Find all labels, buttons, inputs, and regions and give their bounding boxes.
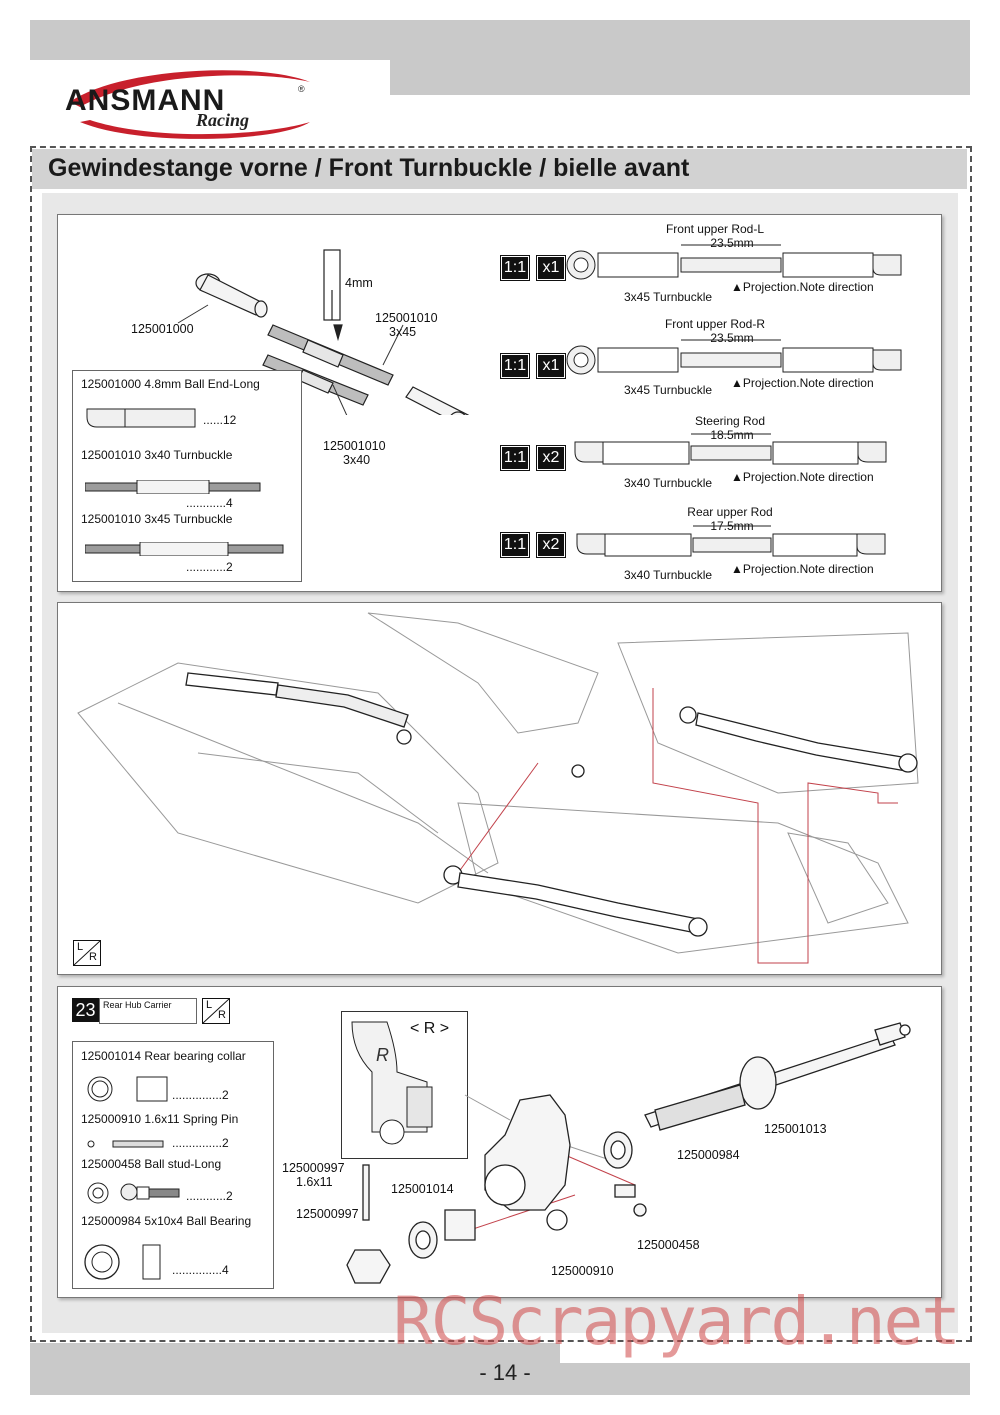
rod-diagram — [576, 525, 886, 557]
count-badge: x1 — [536, 353, 566, 379]
ball-stud-icon — [87, 1182, 180, 1204]
parts-list-item-label: 125001010 3x40 Turnbuckle — [81, 448, 233, 462]
lr-icon-top: L — [77, 941, 84, 953]
watermark: RCScrapyard.net — [393, 1283, 961, 1360]
parts-list-item-label: 125001014 Rear bearing collar — [81, 1049, 246, 1063]
lr-icon-top: L — [206, 999, 213, 1011]
footer-band-cutout — [560, 1343, 970, 1363]
bearing-collar-icon — [87, 1076, 168, 1102]
label-3x45: 3x45 — [389, 325, 417, 339]
turnbuckle-exploded-drawing — [177, 249, 469, 415]
inset-letter: R — [376, 1045, 389, 1065]
callout-1-6x11: 1.6x11 — [296, 1175, 333, 1189]
scale-badge: 1:1 — [500, 255, 530, 281]
parts-list-item-label: 125000984 5x10x4 Ball Bearing — [81, 1214, 252, 1228]
label-125001010-b: 125001010 — [323, 439, 386, 453]
page-title: Gewindestange vorne / Front Turnbuckle /… — [48, 154, 690, 182]
rod-diagram — [566, 244, 902, 280]
label-tool-size: 4mm — [345, 276, 373, 290]
rod-turnbuckle-label: 3x45 Turnbuckle — [624, 290, 713, 304]
turnbuckle-3x45-icon — [85, 542, 284, 556]
step-title: Rear Hub Carrier — [99, 998, 197, 1024]
page-number: - 14 - — [479, 1360, 531, 1385]
rod-title: Rear upper Rod — [687, 505, 773, 519]
ball-bearing-icon — [84, 1244, 161, 1280]
rod-title: Steering Rod — [694, 414, 766, 428]
inset-label: < R > — [410, 1020, 450, 1037]
chassis-drawing — [77, 612, 919, 964]
callout-125000984: 125000984 — [677, 1148, 740, 1162]
scale-badge: 1:1 — [500, 445, 530, 471]
rod-note: ▲Projection.Note direction — [731, 376, 874, 390]
parts-list-item-qty: ............4 — [186, 496, 233, 510]
rod-note: ▲Projection.Note direction — [731, 280, 874, 294]
callout-125001013: 125001013 — [764, 1122, 827, 1136]
logo-swoosh — [70, 70, 310, 139]
callout-125000458: 125000458 — [637, 1238, 700, 1252]
lr-icon: L R — [73, 940, 101, 966]
scale-badge: 1:1 — [500, 353, 530, 379]
count-badge: x1 — [536, 255, 566, 281]
spring-pin-icon — [87, 1140, 164, 1148]
parts-list-item-qty: ...............4 — [172, 1263, 229, 1277]
label-125001000: 125001000 — [131, 322, 194, 336]
rod-diagram — [566, 339, 902, 375]
count-badge: x2 — [536, 445, 566, 471]
callout-125001014: 125001014 — [391, 1182, 454, 1196]
logo-text: ANSMANN — [65, 84, 226, 117]
count-badge: x2 — [536, 532, 566, 558]
ball-end-icon — [86, 408, 196, 428]
chassis-install-panel — [57, 602, 942, 975]
parts-list-item-label: 125001000 4.8mm Ball End-Long — [81, 377, 260, 391]
rod-turnbuckle-label: 3x45 Turnbuckle — [624, 383, 713, 397]
rod-dimension: 23.5mm — [710, 331, 754, 345]
rod-title: Front upper Rod-L — [665, 222, 765, 236]
lr-icon: L R — [202, 998, 230, 1024]
callout-125000997-b: 125000997 — [296, 1207, 359, 1221]
turnbuckle-3x40-icon — [85, 480, 261, 494]
rod-note: ▲Projection.Note direction — [731, 470, 874, 484]
title-bar — [32, 149, 967, 189]
logo-racing: Racing — [196, 110, 250, 130]
parts-list-item-label: 125000458 Ball stud-Long — [81, 1157, 222, 1171]
parts-list-item-qty: ......12 — [203, 413, 237, 427]
parts-list-item-label: 125001010 3x45 Turnbuckle — [81, 512, 233, 526]
rod-dimension: 23.5mm — [710, 236, 754, 250]
label-125001010-a: 125001010 — [375, 311, 438, 325]
parts-list-item-qty: ............2 — [186, 1189, 233, 1203]
rod-dimension: 18.5mm — [710, 428, 754, 442]
parts-list-item-qty: ...............2 — [172, 1136, 229, 1150]
rod-note: ▲Projection.Note direction — [731, 562, 874, 576]
step-number: 23 — [72, 998, 99, 1022]
label-3x40: 3x40 — [343, 453, 371, 467]
hub-carrier-inset-drawing — [351, 1021, 433, 1145]
logo-registered-mark: ® — [298, 84, 305, 94]
rod-turnbuckle-label: 3x40 Turnbuckle — [624, 568, 713, 582]
rod-diagram — [574, 433, 887, 465]
callout-125000910: 125000910 — [551, 1264, 614, 1278]
parts-list-item-qty: ...............2 — [172, 1088, 229, 1102]
lr-icon-bottom: R — [89, 951, 97, 963]
callout-125000997-a: 125000997 — [282, 1161, 345, 1175]
rod-title: Front upper Rod-R — [664, 317, 766, 331]
lr-icon-bottom: R — [218, 1009, 226, 1021]
instruction-sheet — [30, 146, 972, 1342]
parts-list-item-qty: ............2 — [186, 560, 233, 574]
parts-list-item-label: 125000910 1.6x11 Spring Pin — [81, 1112, 239, 1126]
scale-badge: 1:1 — [500, 532, 530, 558]
rod-turnbuckle-label: 3x40 Turnbuckle — [624, 476, 713, 490]
hub-exploded-drawing — [346, 1022, 911, 1284]
